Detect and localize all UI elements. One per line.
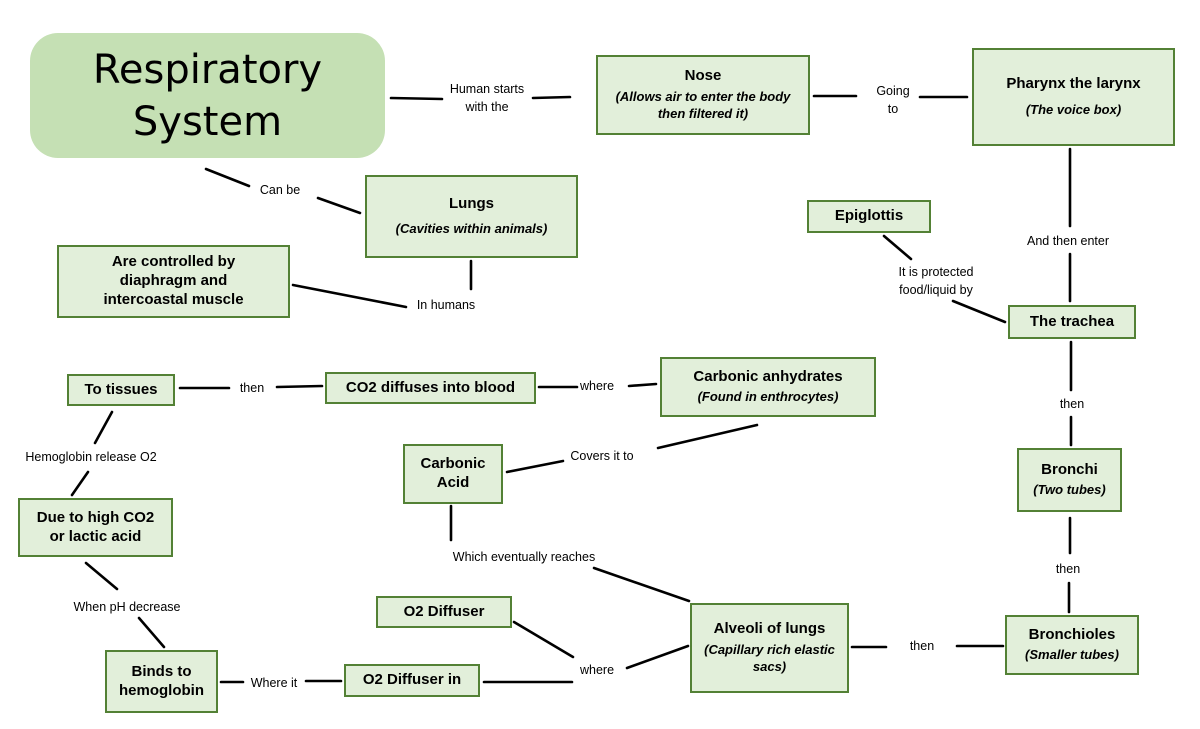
node-title: Binds to hemoglobin [119,662,204,699]
node-bronchi: Bronchi (Two tubes) [1017,448,1122,512]
label-then-tissues-co2: then [239,380,265,395]
node-subtitle: (Two tubes) [1033,482,1106,498]
node-title: O2 Diffuser [403,602,485,620]
node-title: The trachea [1029,312,1115,330]
node-title: Carbonic Acid [420,455,486,491]
node-title: Bronchi [1041,460,1098,478]
node-due-to-high-co2: Due to high CO2 or lactic acid [18,498,173,557]
label-going-to: Going to [876,83,910,116]
label-hemoglobin-release-o2: Hemoglobin release O2 [25,449,157,464]
label-covers-it-to: Covers it to [570,448,634,463]
label-human-starts-with-the: Human starts with the [449,81,525,114]
label-where-alveoli: where [579,662,615,677]
node-epiglottis: Epiglottis [807,200,931,233]
label-then-alveoli-bronchioles: then [909,638,935,653]
node-title: Alveoli of lungs [713,620,826,638]
node-subtitle: (Allows air to enter the body then filte… [615,88,791,121]
label-where-it: Where it [250,675,298,690]
node-title: Due to high CO2 or lactic acid [36,508,155,545]
label-where-co2: where [579,378,615,393]
node-binds-to-hemoglobin: Binds to hemoglobin [105,650,218,713]
node-lungs: Lungs (Cavities within animals) [365,175,578,258]
node-o2-diffuser-in: O2 Diffuser in [344,664,480,697]
node-subtitle: (The voice box) [1025,101,1122,117]
node-title: Are controlled by diaphragm and intercoa… [103,253,244,308]
node-subtitle: (Cavities within animals) [395,220,548,236]
node-controlled-by-diaphragm: Are controlled by diaphragm and intercoa… [57,245,290,318]
node-subtitle: (Smaller tubes) [1025,647,1119,663]
node-carbonic-anhydrates: Carbonic anhydrates (Found in enthrocyte… [660,357,876,417]
label-in-humans: In humans [416,297,476,312]
node-title: Nose [684,67,722,85]
node-to-tissues: To tissues [67,374,175,406]
node-o2-diffuser: O2 Diffuser [376,596,512,628]
node-title: Epiglottis [834,207,904,225]
label-then-trachea-bronchi: then [1059,396,1085,411]
label-when-ph-decrease: When pH decrease [73,599,181,614]
node-title: CO2 diffuses into blood [345,378,516,396]
main-topic-label: Respiratory System [92,46,323,145]
node-subtitle: (Found in enthrocytes) [697,389,839,405]
node-pharynx-larynx: Pharynx the larynx (The voice box) [972,48,1175,146]
label-and-then-enter: And then enter [1026,233,1110,248]
node-respiratory-system: Respiratory System [30,33,385,158]
node-title: Carbonic anhydrates [693,367,843,385]
node-subtitle: (Capillary rich elastic sacs) [704,641,835,674]
node-trachea: The trachea [1008,305,1136,339]
node-bronchioles: Bronchioles (Smaller tubes) [1005,615,1139,675]
label-can-be: Can be [259,182,301,197]
label-which-eventually-reaches: Which eventually reaches [452,549,596,564]
node-carbonic-acid: Carbonic Acid [403,444,503,504]
label-it-is-protected: It is protected food/liquid by [898,264,974,297]
node-alveoli-of-lungs: Alveoli of lungs (Capillary rich elastic… [690,603,849,693]
node-title: Pharynx the larynx [1006,75,1141,93]
node-co2-diffuses-into-blood: CO2 diffuses into blood [325,372,536,404]
node-title: To tissues [84,380,158,398]
node-title: Lungs [449,195,494,213]
node-title: O2 Diffuser in [362,671,462,689]
node-nose: Nose (Allows air to enter the body then … [596,55,810,135]
label-then-bronchi-bronchioles: then [1055,561,1081,576]
node-title: Bronchioles [1028,625,1116,643]
